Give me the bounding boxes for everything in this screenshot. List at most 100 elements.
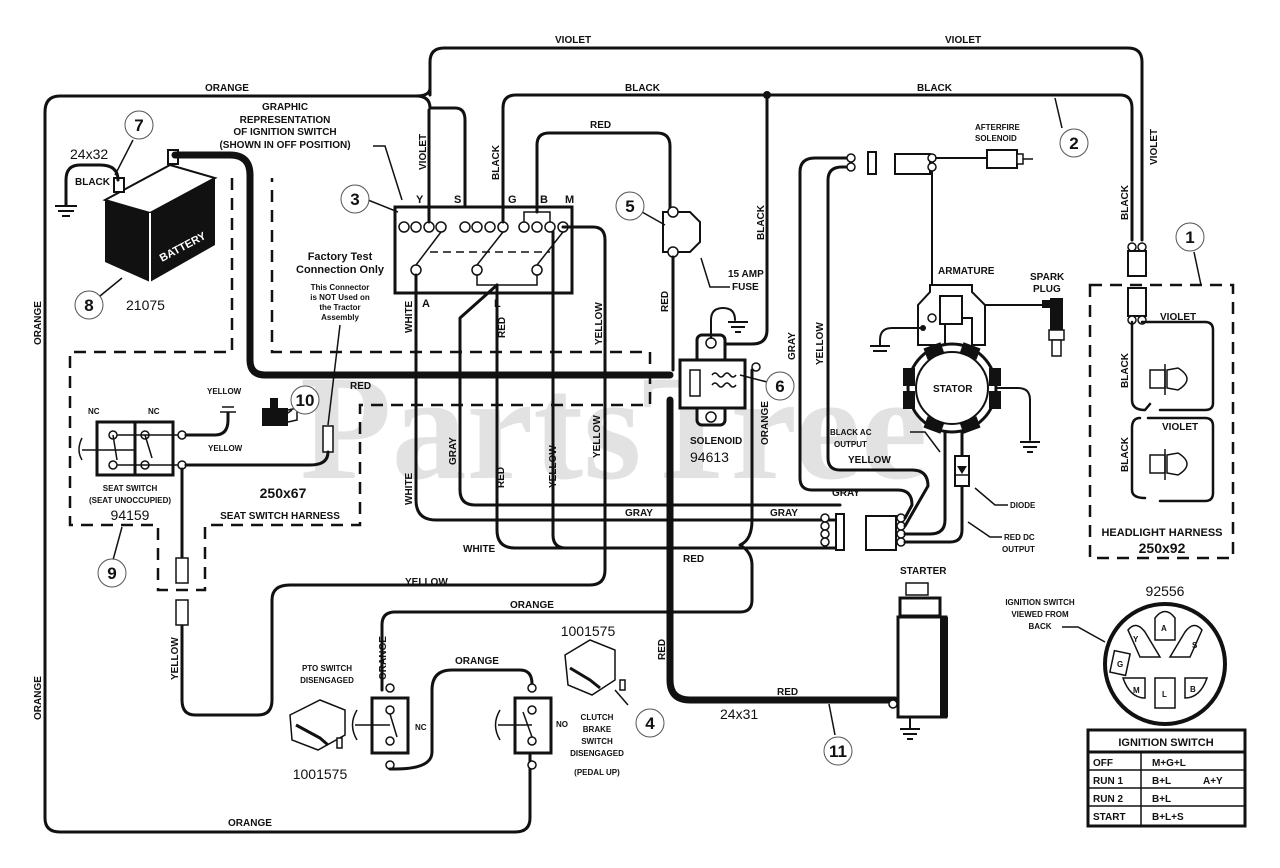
label-red-lower: RED (496, 467, 507, 488)
label-gray-right: GRAY (770, 508, 798, 519)
back-terminal-g: G (1117, 660, 1123, 669)
afterfire-connector (846, 151, 937, 175)
starter-cable-size: 24x31 (720, 706, 758, 722)
ignition-graphic-title-3: OF IGNITION SWITCH (233, 127, 336, 138)
label-black-top-left: BLACK (625, 83, 661, 94)
wire-black-top (501, 93, 1134, 242)
label-red-l: RED (497, 317, 508, 338)
callout-2: 2 (1054, 97, 1089, 158)
pointer-arrow (910, 431, 941, 453)
seat-connector (175, 599, 189, 626)
clutch-label-3: SWITCH (581, 737, 613, 746)
ignition-terminal-m: M (565, 194, 574, 206)
pointer-arrow (327, 324, 341, 426)
wire-orange-loop (43, 94, 532, 834)
clutch-label-1: CLUTCH (581, 713, 614, 722)
table-row-off-position: OFF (1093, 758, 1113, 769)
ground-icon (1020, 441, 1040, 453)
callout-6: 6 (739, 371, 795, 401)
ground-icon (728, 321, 748, 333)
label-black-top-right: BLACK (917, 83, 953, 94)
label-black-switch: BLACK (491, 144, 502, 180)
callout-5: 5 (615, 191, 666, 226)
seat-switch-nc-right: NC (148, 407, 160, 416)
label-violet-top-right: VIOLET (945, 35, 981, 46)
factory-test-title-2: Connection Only (296, 264, 385, 276)
label-violet-top-left: VIOLET (555, 35, 591, 46)
wire-black-ac (903, 430, 947, 536)
wire-red-battery-bus (171, 151, 674, 379)
diode-label: DIODE (1010, 501, 1036, 510)
wire-yellow-m (180, 225, 607, 717)
ignition-terminal-b: B (540, 194, 548, 206)
stator-label: STATOR (933, 384, 973, 395)
label-red-starter-vertical: RED (657, 639, 668, 660)
pto-label-1: PTO SWITCH (302, 664, 352, 673)
seat-switch-nc-left: NC (88, 407, 100, 416)
table-row-run1-connections: B+L (1152, 776, 1171, 787)
factory-test-note-2: is NOT Used on (310, 293, 370, 302)
wire-gray-stator (798, 156, 914, 520)
label-orange-mid: ORANGE (510, 600, 554, 611)
svg-text:4: 4 (645, 714, 655, 733)
seat-harness-size: 250x67 (260, 485, 307, 501)
solenoid-label: SOLENOID (690, 436, 742, 447)
fuse-label-2: FUSE (732, 282, 759, 293)
label-black-battery: BLACK (75, 177, 111, 188)
factory-test-title-1: Factory Test (308, 251, 373, 263)
wire-gray (458, 283, 842, 507)
label-yellow-left-vertical: YELLOW (170, 637, 181, 680)
label-yellow-lower-2: YELLOW (592, 415, 603, 458)
callout-8: 8 (74, 277, 123, 320)
diode (954, 455, 970, 487)
wire-orange-clutch (388, 668, 534, 771)
callout-7: 7 (114, 110, 154, 176)
spark-plug-label-1: SPARK (1030, 272, 1065, 283)
label-red-top: RED (590, 120, 611, 131)
fuse-label-1: 15 AMP (728, 269, 764, 280)
back-terminal-l: L (1162, 690, 1167, 699)
clutch-part: 1001575 (561, 623, 616, 639)
label-gray-lower: GRAY (448, 437, 459, 465)
wire-orange-to-s (414, 86, 467, 227)
factory-test-note-1: This Connector (311, 283, 370, 292)
label-yellow-seat-top: YELLOW (207, 387, 242, 396)
table-row-start-position: START (1093, 812, 1126, 823)
label-white-mid: WHITE (463, 544, 496, 555)
label-black-lamp-1: BLACK (1120, 352, 1131, 388)
label-violet-switch: VIOLET (418, 134, 429, 170)
label-orange-solenoid: ORANGE (760, 401, 771, 445)
wire-black-lamp-2 (1130, 416, 1147, 500)
svg-text:8: 8 (84, 296, 93, 315)
ground-icon (870, 345, 890, 352)
label-violet-lamp-2: VIOLET (1162, 422, 1198, 433)
ignition-switch-back-view (1103, 602, 1227, 726)
seat-switch-part: 94159 (111, 507, 150, 523)
pointer-arrow (974, 487, 1008, 506)
wire-violet-lamp-1 (1140, 320, 1215, 412)
wire-red-dc (903, 430, 964, 544)
headlight-bulb-icon (1149, 364, 1188, 395)
back-terminal-s: S (1192, 641, 1198, 650)
wire-armature-ground (879, 327, 921, 346)
label-white-a: WHITE (404, 300, 415, 333)
svg-text:1: 1 (1185, 228, 1194, 247)
seat-switch-label-2: (SEAT UNOCCUPIED) (89, 496, 171, 505)
wire-violet-lamp-2 (1146, 416, 1215, 503)
clutch-switch-icon (564, 639, 626, 696)
table-row-run1-extra: A+Y (1203, 776, 1223, 787)
label-orange-left-upper: ORANGE (33, 301, 44, 345)
label-yellow-lower-1: YELLOW (548, 445, 559, 488)
label-yellow-harness: YELLOW (405, 577, 448, 588)
label-red-fuse: RED (660, 291, 671, 312)
harness-outline-factory (68, 178, 652, 592)
callout-9: 9 (97, 526, 127, 588)
label-gray-mid: GRAY (625, 508, 653, 519)
svg-text:3: 3 (350, 190, 359, 209)
label-yellow-m: YELLOW (594, 302, 605, 345)
wire-yellow-seat-bottom (184, 450, 330, 467)
factory-test-note-4: Assembly (321, 313, 359, 322)
ground-icon (900, 728, 920, 740)
table-row-run2-position: RUN 2 (1093, 794, 1123, 805)
black-ac-label-2: OUTPUT (834, 440, 867, 449)
